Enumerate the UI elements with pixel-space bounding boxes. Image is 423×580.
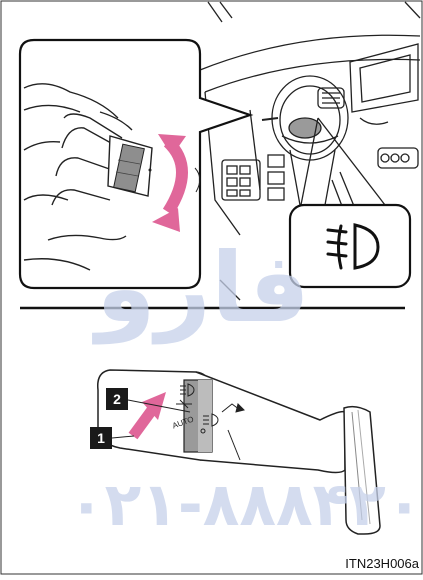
tag-1: 1 xyxy=(90,427,112,449)
callout-leader-right xyxy=(318,118,385,205)
combination-switch-lever xyxy=(98,370,380,534)
reference-code: ITN23H006a xyxy=(345,556,419,571)
tag-2: 2 xyxy=(106,388,128,410)
fog-light-callout xyxy=(290,205,410,287)
